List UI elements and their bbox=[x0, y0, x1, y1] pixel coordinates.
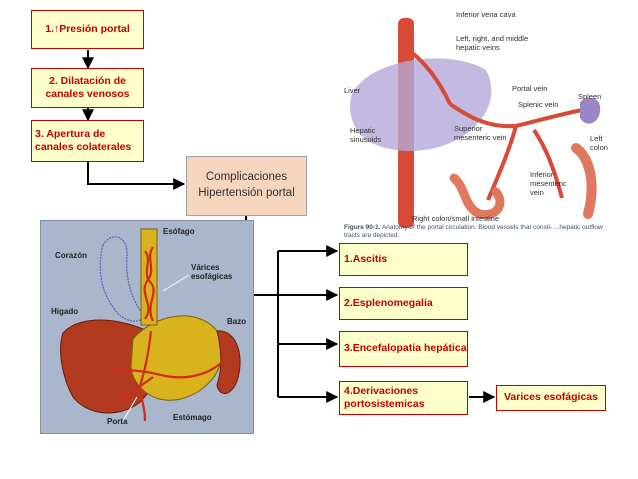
label-portal-vein: Portal vein bbox=[512, 84, 548, 93]
label-right-colon: Right colon/small intestine bbox=[412, 214, 500, 223]
step-apertura: 3. Apertura de canales colaterales bbox=[31, 120, 144, 162]
caption-bold: Figure 90-1. bbox=[344, 224, 381, 231]
complication-encefalopatia-text: 3.Encefalopatia hepática bbox=[344, 342, 467, 355]
label-superior-mesenteric: Superior mesenteric vein bbox=[454, 124, 507, 142]
label-varices: Várices esofágicas bbox=[191, 263, 233, 281]
complication-esplenomegalia-text: 2.Esplenomegalia bbox=[344, 296, 433, 309]
label-hepatic-sinusoids: Hepatic sinusoids bbox=[350, 126, 382, 144]
pointer-varices bbox=[162, 274, 190, 292]
complicaciones-box: Complicaciones Hipertensión portal bbox=[186, 156, 307, 216]
label-higado: Higado bbox=[51, 307, 79, 316]
portal-drawing bbox=[350, 18, 601, 228]
liver-organ bbox=[350, 58, 492, 151]
label-estomago: Estómago bbox=[173, 413, 212, 422]
stomach-shape bbox=[130, 315, 223, 401]
label-liver: Liver bbox=[344, 86, 361, 95]
step-dilatacion-text: 2. Dilatación de canales venosos bbox=[45, 74, 130, 100]
spleen-organ bbox=[580, 97, 601, 124]
label-splenic-vein: Splenic vein bbox=[518, 100, 559, 109]
complication-derivaciones-text: 4.Derivaciones portosistemicas bbox=[344, 384, 425, 410]
caption-text: Anatomy of the portal circulation. Blood… bbox=[344, 224, 603, 239]
portal-vessels bbox=[404, 46, 583, 201]
varices-esofagicas-box: Varices esofágicas bbox=[496, 385, 606, 411]
complication-encefalopatia: 3.Encefalopatia hepática bbox=[339, 331, 468, 367]
label-spleen: Spleen bbox=[578, 92, 602, 101]
left-colon bbox=[571, 143, 597, 219]
varices-vessels bbox=[110, 246, 224, 422]
step-presion-portal-text: 1.↑Presión portal bbox=[45, 22, 130, 35]
complication-derivaciones: 4.Derivaciones portosistemicas bbox=[339, 381, 468, 415]
anatomy-drawing bbox=[60, 228, 241, 422]
label-inferior-mesenteric: Inferior mesenteric vein bbox=[530, 170, 567, 197]
step-presion-portal: 1.↑Presión portal bbox=[31, 10, 144, 49]
label-ivc: Inferior vena cava bbox=[456, 10, 516, 19]
step-apertura-text: 3. Apertura de canales colaterales bbox=[35, 127, 132, 153]
arrow-step3-complications bbox=[87, 162, 186, 190]
label-porta: Porta bbox=[107, 417, 128, 426]
varices-esofagicas-text: Varices esofágicas bbox=[504, 391, 598, 404]
label-left-colon: Left colon bbox=[590, 134, 608, 152]
label-bazo: Bazo bbox=[227, 317, 247, 326]
step-dilatacion: 2. Dilatación de canales venosos bbox=[31, 68, 144, 108]
portal-circulation-figure: Inferior vena cava Left, right, and midd… bbox=[340, 8, 612, 240]
complicaciones-text: Complicaciones Hipertensión portal bbox=[198, 171, 295, 199]
label-corazon: Corazón bbox=[55, 251, 87, 260]
pointer-porta bbox=[122, 396, 138, 422]
spleen-shape bbox=[216, 330, 241, 394]
figure-caption: Figure 90-1. Anatomy of the portal circu… bbox=[344, 224, 612, 240]
complication-esplenomegalia: 2.Esplenomegalia bbox=[339, 287, 468, 320]
right-colon bbox=[449, 173, 505, 220]
heart-outline bbox=[99, 236, 146, 322]
label-esofago: Esófago bbox=[163, 227, 195, 236]
complication-ascitis: 1.Ascitis bbox=[339, 243, 468, 276]
anatomy-figure: Esófago Corazón Várices esofágicas Higad… bbox=[40, 220, 254, 434]
label-hepatic-veins: Left, right, and middle hepatic veins bbox=[456, 34, 529, 52]
complication-ascitis-text: 1.Ascitis bbox=[344, 252, 388, 265]
